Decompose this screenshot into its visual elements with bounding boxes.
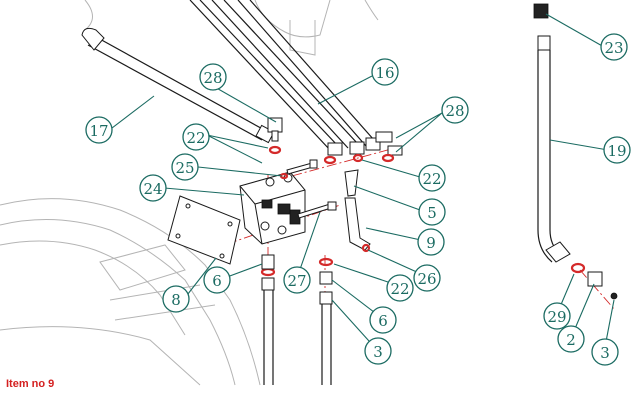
svg-text:8: 8 — [171, 291, 181, 309]
svg-text:29: 29 — [547, 308, 566, 326]
lower-fittings — [261, 254, 333, 385]
callout-2: 2 — [557, 325, 585, 353]
svg-text:28: 28 — [445, 102, 464, 120]
bolts — [286, 159, 337, 219]
svg-text:28: 28 — [203, 69, 222, 87]
callout-17: 17 — [85, 116, 113, 144]
svg-text:9: 9 — [426, 234, 436, 252]
svg-text:3: 3 — [373, 343, 383, 361]
callout-19: 19 — [603, 136, 631, 164]
fittings-28 — [267, 117, 403, 156]
callout-23: 23 — [600, 33, 628, 61]
plate-8 — [167, 195, 241, 265]
svg-text:6: 6 — [212, 272, 222, 290]
knob-5 — [344, 169, 359, 197]
hose-16 — [189, 0, 381, 156]
callout-24: 24 — [139, 174, 167, 202]
callout-6-left: 6 — [203, 266, 231, 294]
callout-5: 5 — [418, 198, 446, 226]
svg-text:17: 17 — [89, 122, 108, 140]
callout-22-upper-left: 22 — [182, 123, 210, 151]
svg-text:5: 5 — [427, 204, 437, 222]
callout-9: 9 — [417, 228, 445, 256]
svg-text:23: 23 — [604, 39, 623, 57]
callout-27: 27 — [283, 266, 311, 294]
svg-text:24: 24 — [143, 180, 162, 198]
callout-25: 25 — [171, 153, 199, 181]
callout-3-center: 3 — [364, 337, 392, 365]
svg-text:6: 6 — [378, 312, 388, 330]
lever-9 — [344, 197, 371, 253]
callout-16: 16 — [371, 58, 399, 86]
svg-text:25: 25 — [175, 159, 194, 177]
callout-22-lower: 22 — [386, 274, 414, 302]
svg-text:19: 19 — [607, 142, 626, 160]
svg-text:3: 3 — [600, 344, 610, 362]
callout-6-right: 6 — [369, 306, 397, 334]
svg-text:22: 22 — [390, 280, 409, 298]
item-caption: Item no 9 — [6, 378, 55, 390]
callout-26: 26 — [413, 264, 441, 292]
callout-29: 29 — [543, 302, 571, 330]
callout-8: 8 — [162, 285, 190, 313]
hose-19 — [533, 3, 618, 300]
callout-28-upper: 28 — [199, 63, 227, 91]
svg-text:27: 27 — [287, 272, 306, 290]
callout-28-right: 28 — [441, 96, 469, 124]
svg-text:22: 22 — [186, 129, 205, 147]
background-machine-outline — [0, 0, 379, 386]
callout-22-upper-right: 22 — [418, 164, 446, 192]
svg-text:16: 16 — [375, 64, 394, 82]
svg-text:26: 26 — [417, 270, 436, 288]
callout-3-right: 3 — [591, 338, 619, 366]
leader-lines — [111, 13, 615, 353]
svg-text:22: 22 — [422, 170, 441, 188]
svg-text:2: 2 — [566, 331, 576, 349]
valve-block-24 — [239, 171, 306, 245]
